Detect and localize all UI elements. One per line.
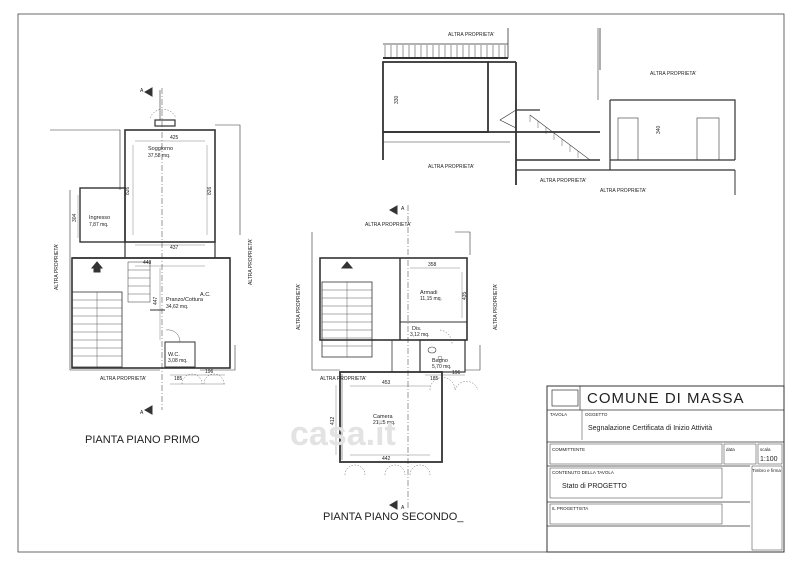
plan-first-floor [50, 87, 241, 415]
dim-7: 447 [153, 296, 159, 305]
section-mark-a-bottom-second: A [401, 505, 405, 511]
section-labels: ALTRA PROPRIETA' ALTRA PROPRIETA' ALTRA … [394, 32, 696, 194]
plan-title-second: PIANTA PIANO SECONDO_ [323, 511, 464, 523]
scala-label: scala [760, 447, 771, 452]
room-ac-name: A.C. [200, 292, 211, 298]
room-pranzo-name: Pranzo/Cottura [166, 297, 204, 303]
section-mark-a-top-second: A [401, 206, 405, 212]
dim-6: 304 [72, 213, 78, 222]
neighbor-label-top-second: ALTRA PROPRIETA' [365, 222, 411, 228]
neighbor-label-left-first: ALTRA PROPRIETA' [54, 244, 60, 290]
neighbor-label-section-3: ALTRA PROPRIETA' [428, 164, 474, 170]
municipality-title: COMUNE DI MASSA [587, 390, 745, 407]
dim-s1: 358 [428, 262, 437, 268]
room-ingresso-area: 7,87 mq. [89, 222, 108, 228]
room-pranzo-area: 34,62 mq. [166, 304, 188, 310]
plan-second-floor [311, 205, 481, 510]
room-wc-name: W.C. [168, 352, 180, 358]
dim-1: 425 [170, 135, 179, 141]
section-dim-1: 330 [394, 95, 400, 104]
dim-s5: 412 [330, 416, 336, 425]
room-armadi-name: Armadi [420, 290, 437, 296]
title-block-text: COMUNE DI MASSA TAVOLA OGGETTO Segnalazi… [550, 390, 781, 511]
room-camera-area: 21,25 mq. [373, 420, 395, 426]
neighbor-label-bottom-first: ALTRA PROPRIETA' [100, 376, 146, 382]
committente-label: COMMITTENTE [552, 447, 585, 452]
dim-s7: 185 [430, 376, 439, 382]
dim-2: 826 [125, 186, 131, 195]
dim-s4: 442 [382, 456, 391, 462]
oggetto-label: OGGETTO [585, 412, 608, 417]
building-section [382, 28, 736, 195]
scala-value: 1:100 [760, 456, 778, 463]
dim-s3: 453 [382, 380, 391, 386]
room-dis-name: Dis. [412, 326, 422, 332]
room-bagno-area: 5,70 mq. [432, 364, 451, 370]
second-floor-labels: A A Armadi 11,15 mq. Dis. 3,12 mq. Bagno… [296, 206, 499, 523]
timbro-label: Timbro e firma [752, 468, 781, 473]
sheet-border [17, 13, 785, 553]
contenuto-label: CONTENUTO DELLA TAVOLA [552, 470, 614, 475]
neighbor-label-section-5: ALTRA PROPRIETA' [600, 188, 646, 194]
room-soggiorno-area: 37,58 mq. [148, 153, 170, 159]
neighbor-label-bottom-second: ALTRA PROPRIETA' [320, 376, 366, 382]
section-mark-a-top-first: A [140, 88, 144, 94]
room-wc-area: 3,08 mq. [168, 358, 187, 364]
contenuto-value: Stato di PROGETTO [562, 483, 627, 490]
dim-4: 437 [170, 245, 179, 251]
dim-9: 185 [174, 376, 183, 382]
neighbor-label-right-second: ALTRA PROPRIETA' [493, 284, 499, 330]
dim-5: 448 [143, 260, 152, 266]
title-block [546, 385, 785, 553]
neighbor-label-section-2: ALTRA PROPRIETA' [650, 71, 696, 77]
watermark: casa.it [290, 415, 396, 453]
room-bagno-name: Bagno [432, 358, 448, 364]
dim-s2: 435 [462, 291, 468, 300]
room-dis-area: 3,12 mq. [410, 332, 429, 338]
neighbor-label-section-4: ALTRA PROPRIETA' [540, 178, 586, 184]
room-armadi-area: 11,15 mq. [420, 296, 442, 302]
tavola-label: TAVOLA [550, 412, 567, 417]
neighbor-label-section-1: ALTRA PROPRIETA' [448, 32, 494, 38]
room-soggiorno-name: Soggiorno [148, 146, 173, 152]
section-mark-a-bottom-first: A [140, 410, 144, 416]
oggetto-value: Segnalazione Certificata di Inizio Attiv… [588, 425, 712, 432]
room-ingresso-name: Ingresso [89, 215, 110, 221]
dim-8: 196 [205, 369, 214, 375]
plan-title-first: PIANTA PIANO PRIMO [85, 434, 200, 446]
dim-3: 826 [207, 186, 213, 195]
neighbor-label-right-first: ALTRA PROPRIETA' [248, 239, 254, 285]
room-camera-name: Camera [373, 414, 394, 420]
first-floor-labels: A A Soggiorno 37,58 mq. Ingresso 7,87 mq… [54, 88, 254, 446]
dim-s6: 196 [452, 370, 461, 376]
data-label: data [726, 447, 735, 452]
section-dim-2: 340 [656, 125, 662, 134]
neighbor-label-left-second: ALTRA PROPRIETA' [296, 284, 302, 330]
progettista-label: IL PROGETTISTA [552, 506, 588, 511]
